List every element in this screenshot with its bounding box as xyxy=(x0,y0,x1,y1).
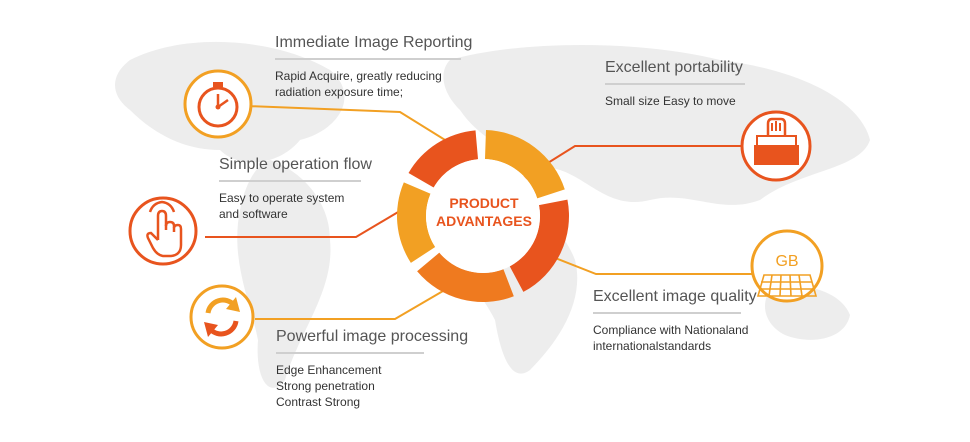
feature-powerful: Powerful image processing Edge Enhanceme… xyxy=(276,327,468,410)
icon-refresh-badge xyxy=(189,284,255,350)
stopwatch-icon xyxy=(197,82,239,128)
center-label: PRODUCT ADVANTAGES xyxy=(424,194,544,230)
divider xyxy=(219,180,361,182)
feature-immediate: Immediate Image Reporting Rapid Acquire,… xyxy=(275,33,472,100)
icon-quality-badge: GB xyxy=(750,229,824,303)
feature-desc-line: Contrast Strong xyxy=(276,395,361,409)
refresh-arrows-icon xyxy=(204,297,240,337)
ring-segment-simple xyxy=(397,182,436,263)
feature-quality: Excellent image quality Compliance with … xyxy=(593,287,757,354)
ring-center xyxy=(426,159,540,273)
carry-case-icon xyxy=(754,117,799,165)
center-label-line2: ADVANTAGES xyxy=(436,213,532,229)
feature-simple: Simple operation flow Easy to operate sy… xyxy=(219,155,372,222)
gb-icon-label: GB xyxy=(775,253,798,270)
connector-simple xyxy=(205,201,416,238)
divider xyxy=(275,58,461,60)
divider xyxy=(593,312,741,314)
connector-powerful xyxy=(255,283,456,320)
feature-desc-line: radiation exposure time; xyxy=(275,85,404,99)
feature-title: Excellent portability xyxy=(605,59,743,76)
feature-desc-line: Strong penetration xyxy=(276,379,375,393)
feature-desc-line: and software xyxy=(219,207,288,221)
touch-hand-icon xyxy=(146,200,183,258)
ring-segment-quality xyxy=(509,199,569,292)
feature-title: Excellent image quality xyxy=(593,288,757,305)
connector-immediate xyxy=(245,105,459,149)
connector-quality xyxy=(539,251,752,275)
divider xyxy=(276,352,424,354)
icon-touch-badge xyxy=(128,196,198,266)
ring-segment-powerful xyxy=(417,252,514,302)
feature-desc-line: Easy to operate system xyxy=(219,191,345,205)
feature-title: Simple operation flow xyxy=(219,156,372,173)
feature-title: Powerful image processing xyxy=(276,328,469,345)
feature-desc-line: Compliance with Nationaland xyxy=(593,323,749,337)
advantages-ring xyxy=(397,130,569,302)
icon-stopwatch-badge xyxy=(183,69,253,139)
feature-portability: Excellent portability Small size Easy to… xyxy=(605,58,745,109)
icon-portability-badge xyxy=(740,110,812,182)
feature-desc-line: Edge Enhancement xyxy=(276,363,382,377)
center-label-line1: PRODUCT xyxy=(449,195,519,211)
feature-desc-line: Rapid Acquire, greatly reducing xyxy=(275,69,442,83)
feature-desc-line: internationalstandards xyxy=(593,339,712,353)
gb-standard-icon xyxy=(756,274,818,297)
feature-desc-line: Small size Easy to move xyxy=(605,94,736,108)
feature-title: Immediate Image Reporting xyxy=(275,34,473,51)
ring-segment-immediate xyxy=(408,130,479,188)
ring-segment-portability xyxy=(484,130,565,199)
divider xyxy=(605,83,745,85)
